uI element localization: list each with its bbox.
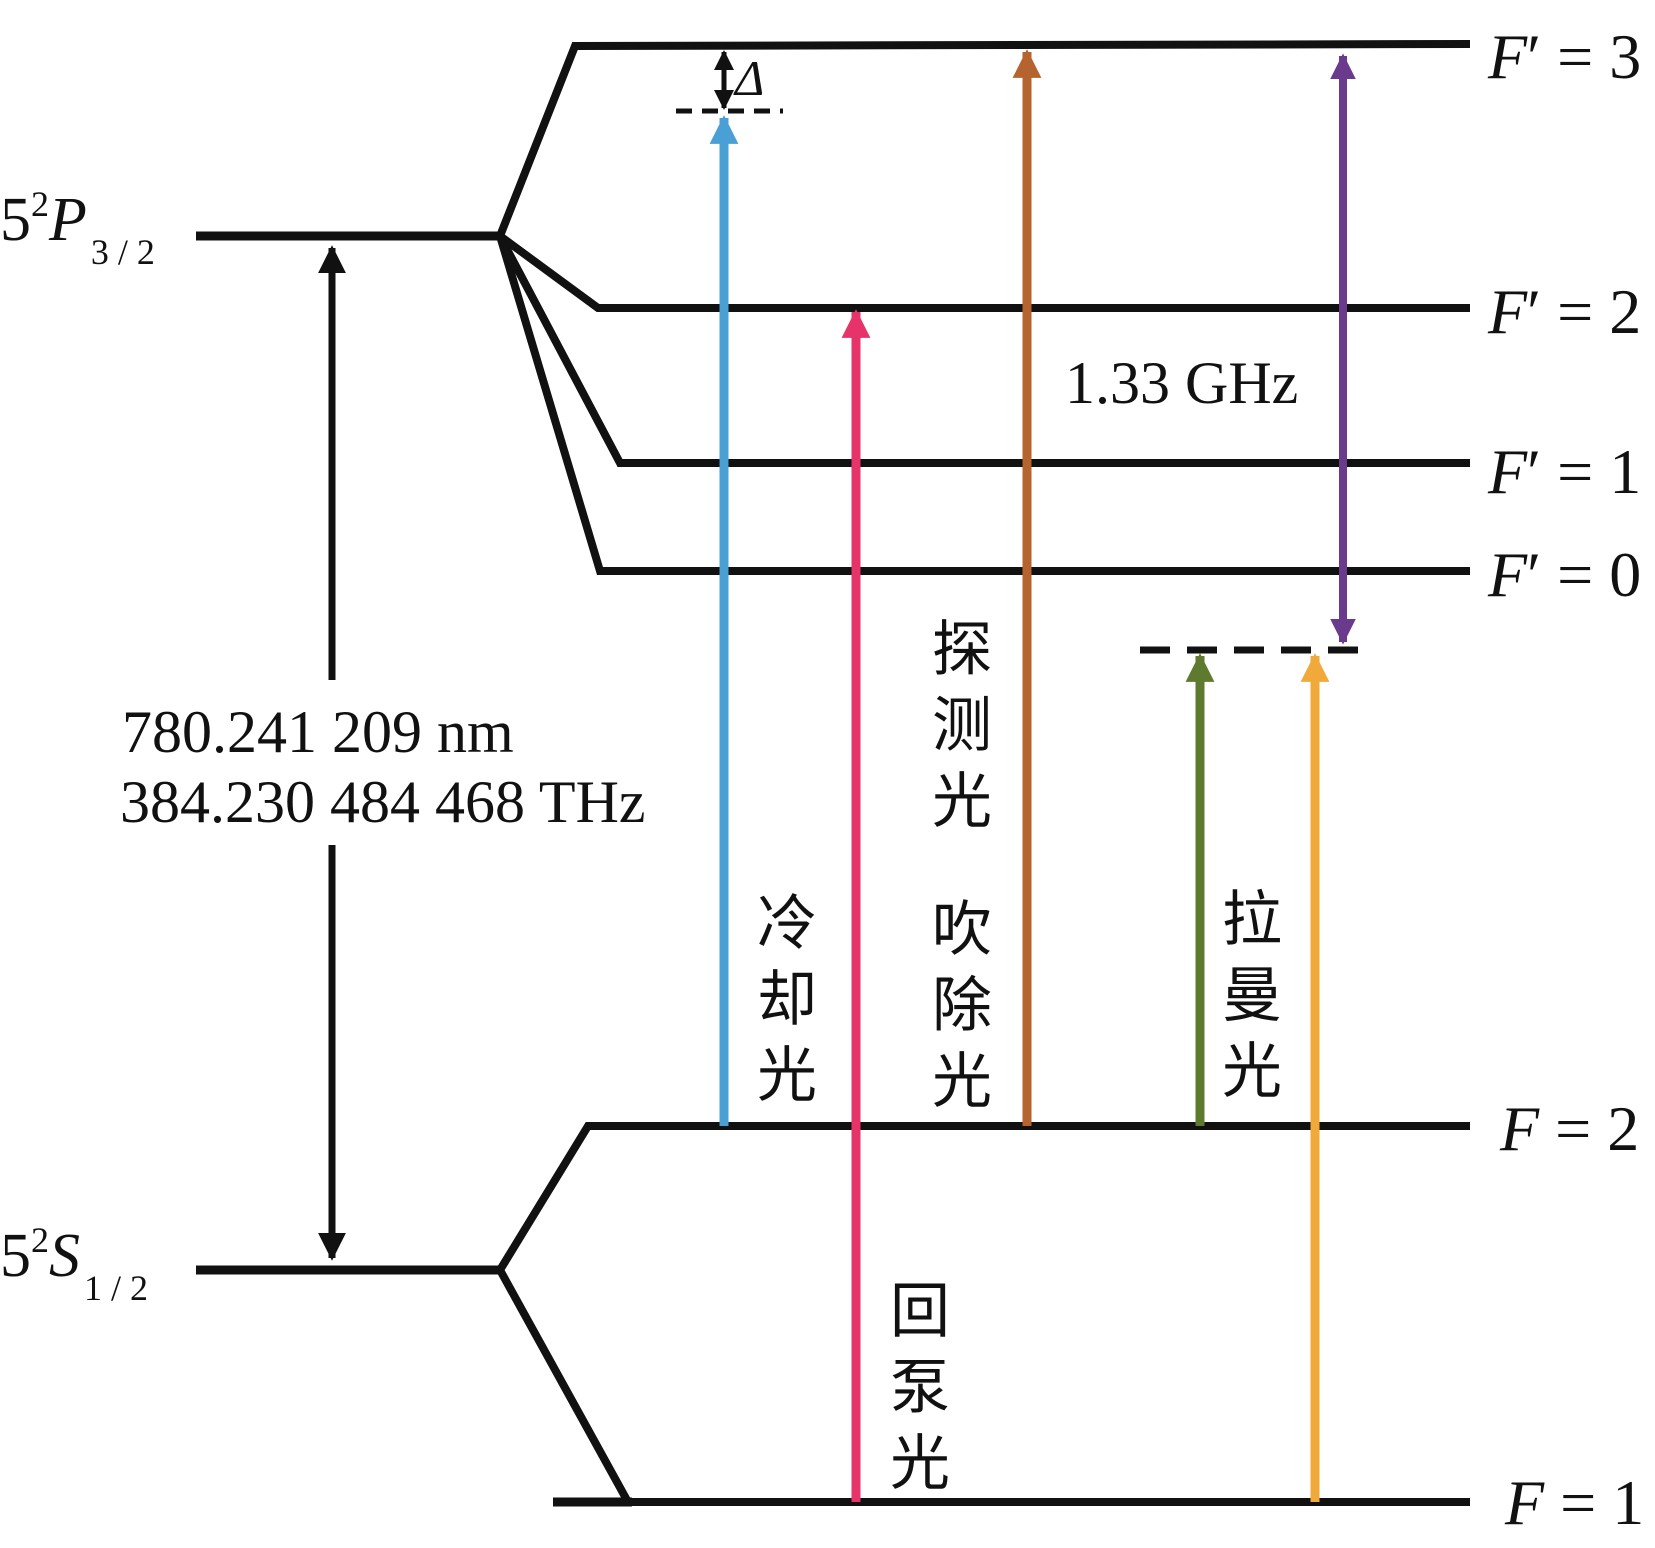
- blow-beam-label-char: 光: [932, 1047, 992, 1117]
- fan-to-f1: [496, 1268, 1470, 1506]
- level-label-f1: F = 1: [1504, 1467, 1644, 1538]
- raman-beam-label-char: 光: [1222, 1037, 1282, 1107]
- detuning-label: Δ: [733, 50, 764, 106]
- fan-to-f2p: [497, 232, 1470, 312]
- blow-beam-label-char: 除: [932, 971, 992, 1041]
- blow-beam-label: 吹 除 光: [932, 895, 992, 1117]
- cooling-beam-label-char: 冷: [757, 889, 817, 959]
- transition-wavelength: 780.241 209 nm: [122, 699, 514, 765]
- level-label-f1p: F′ = 1: [1487, 436, 1641, 507]
- level-label-f3p: F′ = 3: [1487, 21, 1641, 92]
- fan-to-f1p: [496, 234, 1470, 467]
- blow-beam-label-char: 吹: [932, 895, 992, 965]
- fan-to-f0p: [496, 234, 1470, 575]
- level-label-f2p: F′ = 2: [1487, 276, 1641, 347]
- raman-beam-label-char: 曼: [1222, 961, 1282, 1031]
- cooling-beam-label-char: 光: [757, 1041, 817, 1111]
- repump-beam-label: 回 泵 光: [890, 1277, 950, 1499]
- probe-beam-label: 探 测 光: [932, 615, 992, 837]
- probe-beam-label-char: 探: [932, 615, 992, 685]
- repump-beam-label-char: 泵: [890, 1353, 950, 1423]
- transition-frequency: 384.230 484 468 THz: [120, 769, 646, 835]
- hyperfine-splitting-label: 1.33 GHz: [1065, 350, 1298, 416]
- repump-beam-label-char: 回: [890, 1277, 950, 1347]
- level-label-f2: F = 2: [1499, 1093, 1639, 1164]
- fan-to-f2: [496, 1122, 1470, 1273]
- fan-to-f3p: [496, 40, 1471, 238]
- raman-beam-label-char: 拉: [1222, 885, 1282, 955]
- level-label-f0p: F′ = 0: [1487, 539, 1641, 610]
- cooling-beam-label-char: 却: [757, 965, 817, 1035]
- raman-beam-label: 拉 曼 光: [1222, 885, 1282, 1107]
- repump-beam-label-char: 光: [890, 1429, 950, 1499]
- cooling-beam-label: 冷 却 光: [757, 889, 817, 1111]
- probe-beam-label-char: 光: [932, 767, 992, 837]
- probe-beam-label-char: 测: [932, 691, 992, 761]
